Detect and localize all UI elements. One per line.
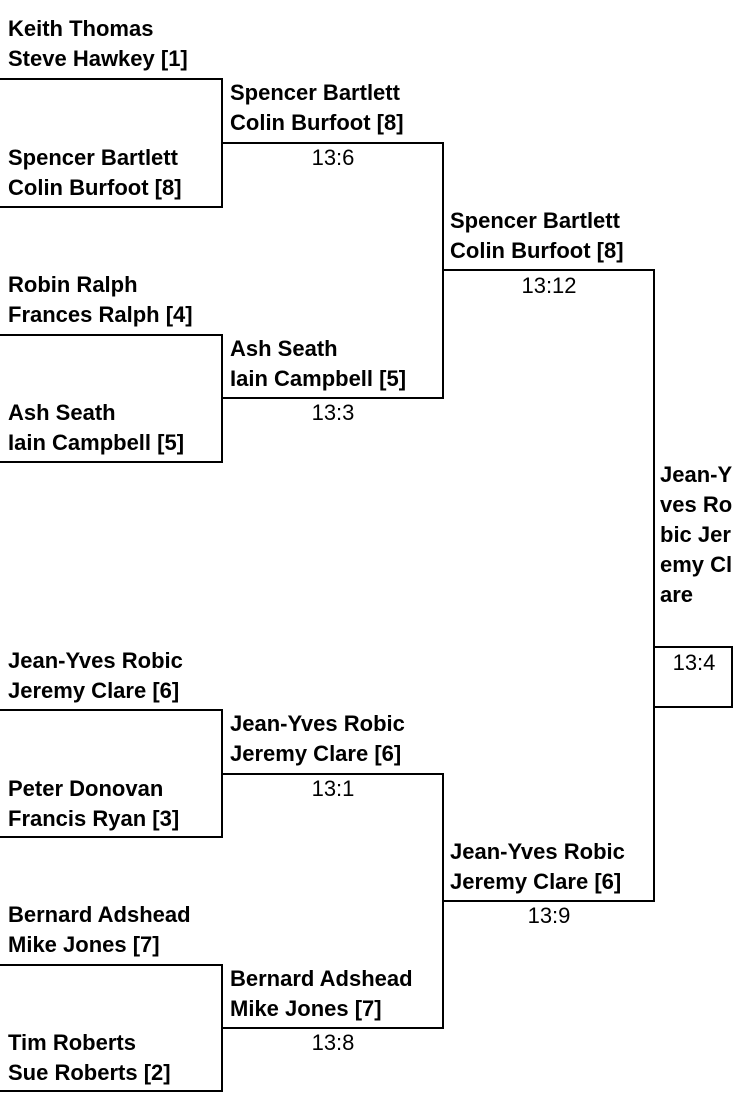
r1-line-3	[0, 334, 222, 336]
r2-line-1	[221, 142, 443, 144]
r2-line-4	[221, 1027, 443, 1029]
r2-score-1: 13:6	[311, 145, 355, 170]
r3-line-1	[442, 269, 654, 271]
r2-score-3: 13:1	[311, 776, 355, 801]
r1-line-8	[0, 1090, 222, 1092]
champion-name: Jean-Yves Robic Jeremy Clare	[660, 462, 733, 607]
r3-connector	[653, 269, 655, 902]
r3-score-2: 13:9	[527, 903, 571, 928]
r1-line-6	[0, 836, 222, 838]
r1-line-5	[0, 709, 222, 711]
r3-score-1: 13:12	[521, 273, 577, 298]
r1-line-1	[0, 78, 222, 80]
r3-line-2	[442, 900, 654, 902]
champion-box	[653, 646, 733, 708]
r2-line-2	[221, 397, 443, 399]
r2-score-2: 13:3	[311, 400, 355, 425]
r2-line-3	[221, 773, 443, 775]
final-score: 13:4	[672, 650, 716, 675]
r1-line-7	[0, 964, 222, 966]
r1-line-4	[0, 461, 222, 463]
r1-line-2	[0, 206, 222, 208]
r2-score-4: 13:8	[311, 1030, 355, 1055]
